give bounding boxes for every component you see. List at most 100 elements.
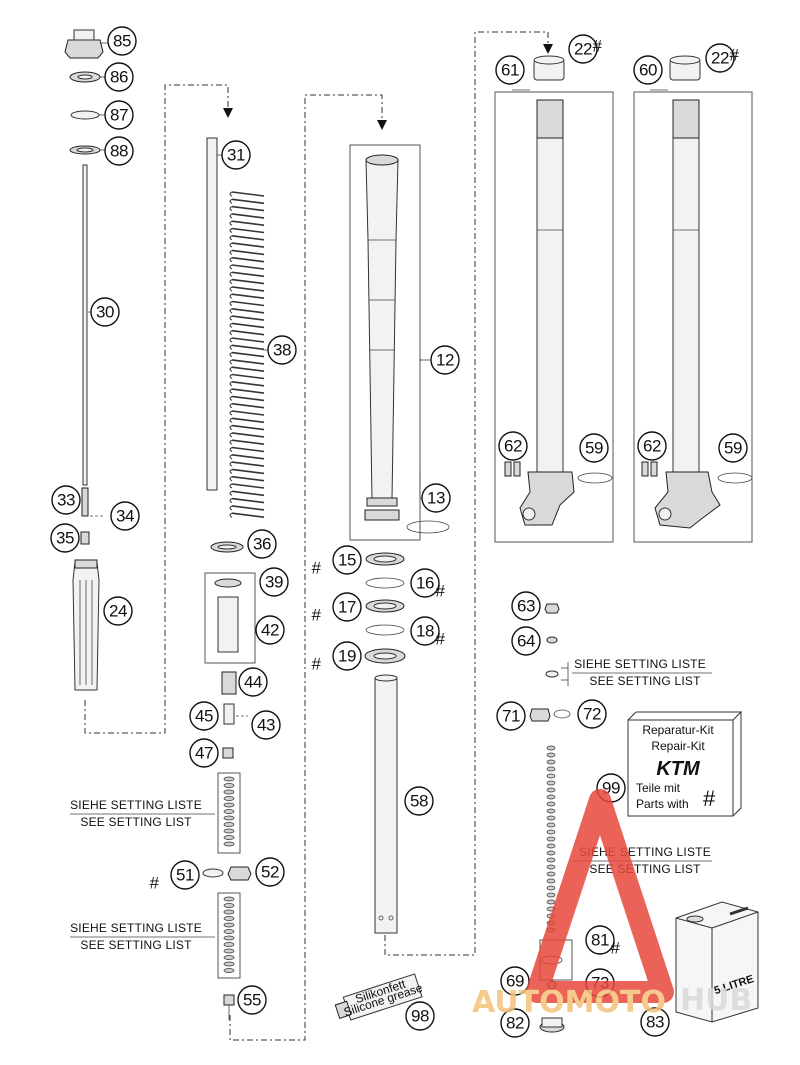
callout-number: 86: [110, 68, 128, 87]
callout-number: 71: [502, 707, 520, 726]
callout-number: 15: [338, 551, 356, 570]
callout-30: 30: [90, 297, 120, 327]
callout-71: 71: [496, 701, 526, 731]
callout-59: 59: [718, 433, 748, 463]
oil-can: 5 LITRE: [675, 901, 759, 1023]
repair-kit-hash: #: [436, 582, 446, 601]
callout-number: 72: [583, 705, 601, 724]
callout-63: 63: [511, 591, 541, 621]
callout-55: 55: [237, 985, 267, 1015]
callout-81: 81#: [585, 925, 621, 958]
callout-number: 81: [591, 931, 609, 950]
setting-note-3-en: SEE SETTING LIST: [589, 674, 701, 688]
callout-number: 64: [517, 632, 535, 651]
callout-86: 86: [104, 62, 134, 92]
repair-kit-hash: #: [312, 606, 322, 625]
setting-note-2-de: SIEHE SETTING LISTE: [70, 921, 202, 935]
callout-69: 69: [500, 966, 530, 996]
callout-number: 22: [711, 49, 729, 68]
kit-parts-de: Teile mit: [636, 781, 681, 795]
callout-13: 13: [421, 483, 451, 513]
repair-kit-hash: #: [436, 630, 446, 649]
callout-61: 61: [495, 55, 525, 85]
repair-kit-hash: #: [611, 939, 621, 958]
setting-note-4-en: SEE SETTING LIST: [589, 862, 701, 876]
callout-12: 12: [430, 345, 460, 375]
callout-24: 24: [103, 596, 133, 626]
callout-18: 18#: [410, 616, 446, 649]
callout-35: 35: [50, 523, 80, 553]
callout-number: 16: [416, 574, 434, 593]
callout-number: 38: [273, 341, 291, 360]
callout-number: 30: [96, 303, 114, 322]
callout-87: 87: [104, 100, 134, 130]
callout-36: 36: [247, 529, 277, 559]
callout-number: 83: [646, 1013, 664, 1032]
callout-number: 47: [195, 744, 213, 763]
callout-44: 44: [238, 667, 268, 697]
callout-52: 52: [255, 857, 285, 887]
callout-31: 31: [221, 140, 251, 170]
callout-number: 51: [176, 866, 194, 885]
ktm-logo: KTM: [656, 758, 701, 780]
callout-47: 47: [189, 738, 219, 768]
callout-number: 60: [639, 61, 657, 80]
callout-number: 18: [416, 622, 434, 641]
callout-number: 13: [427, 489, 445, 508]
callout-17: 17#: [312, 592, 362, 625]
callout-number: 85: [113, 32, 131, 51]
callout-number: 59: [724, 439, 742, 458]
setting-note-2-en: SEE SETTING LIST: [80, 938, 192, 952]
setting-note-4-de: SIEHE SETTING LISTE: [579, 845, 711, 859]
spring-damper-group: [202, 137, 265, 1020]
callout-64: 64: [511, 626, 541, 656]
callout-number: 87: [110, 106, 128, 125]
callout-number: 24: [109, 602, 127, 621]
setting-note-3-de: SIEHE SETTING LISTE: [574, 657, 706, 671]
callout-38: 38: [267, 335, 297, 365]
callout-22: 22#: [705, 43, 740, 73]
repair-kit-hash: #: [593, 37, 603, 56]
watermark-text-2: HUB: [680, 983, 752, 1018]
callout-number: 98: [411, 1007, 429, 1026]
callout-number: 55: [243, 991, 261, 1010]
callout-42: 42: [255, 615, 285, 645]
callout-number: 33: [57, 491, 75, 510]
callout-number: 45: [195, 707, 213, 726]
setting-note-1-de: SIEHE SETTING LISTE: [70, 798, 202, 812]
callout-number: 44: [244, 673, 262, 692]
callout-19: 19 #: [312, 641, 362, 674]
callout-number: 36: [253, 535, 271, 554]
callout-45: 45: [189, 701, 219, 731]
callout-number: 19: [338, 647, 356, 666]
callout-33: 33: [51, 485, 81, 515]
callout-number: 34: [116, 507, 134, 526]
callout-number: 58: [410, 792, 428, 811]
callout-number: 52: [261, 863, 279, 882]
callout-43: 43: [251, 710, 281, 740]
callout-72: 72: [577, 699, 607, 729]
repair-kit-hash: #: [312, 559, 322, 578]
repair-kit-hash: #: [312, 655, 322, 674]
callout-62: 62: [637, 431, 667, 461]
callout-51: 51#: [150, 860, 200, 893]
callout-34: 34: [110, 501, 140, 531]
callout-15: 15 #: [312, 545, 362, 578]
callout-88: 88: [104, 136, 134, 166]
kit-parts-en: Parts with: [636, 797, 689, 811]
repair-kit-hash: #: [730, 46, 740, 65]
callout-number: 39: [265, 573, 283, 592]
callout-number: 22: [574, 40, 592, 59]
callout-98: 98: [405, 1001, 435, 1031]
watermark: AUTOMOTO HUB: [472, 789, 752, 1020]
setting-note-1-en: SEE SETTING LIST: [80, 815, 192, 829]
callout-number: 69: [506, 972, 524, 991]
callout-62: 62: [498, 431, 528, 461]
callout-number: 43: [257, 716, 275, 735]
repair-kit-box: Reparatur-Kit Repair-Kit KTM Teile mit P…: [627, 710, 742, 817]
kit-hash-symbol: #: [703, 786, 716, 811]
callout-number: 61: [501, 61, 519, 80]
